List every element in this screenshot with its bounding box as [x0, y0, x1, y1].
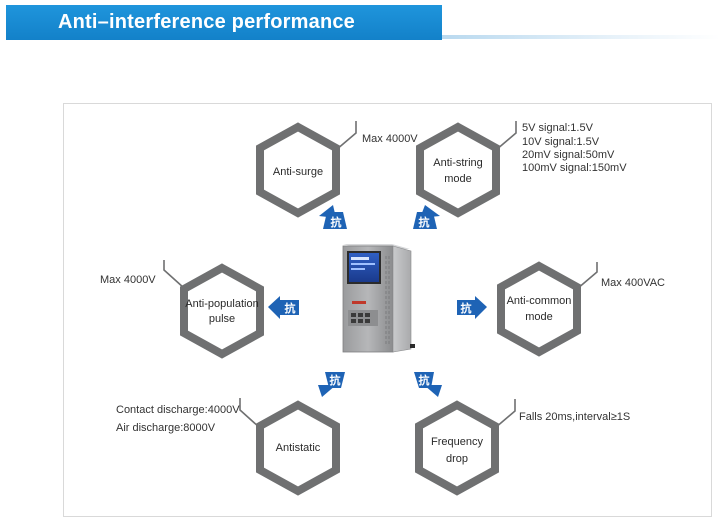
arrow-glyph-anti-population: 抗	[285, 301, 296, 315]
anti-surge-spec: Max 4000V	[362, 133, 418, 145]
anti-surge-hexagon	[256, 122, 340, 218]
device-key-5	[358, 319, 363, 323]
node-anti-common-mode: Anti-common mode Max 400VAC	[497, 261, 665, 357]
arrow-down-right-head	[424, 385, 442, 397]
anti-surge-label: Anti-surge	[273, 166, 323, 178]
anti-string-label-line1: Anti-string	[433, 157, 483, 169]
node-anti-string: Anti-string mode 5V signal:1.5V 10V sign…	[416, 121, 627, 218]
anti-string-spec-line3: 20mV signal:50mV	[522, 149, 615, 161]
anti-string-hexagon	[416, 122, 500, 218]
device-key-3	[365, 313, 370, 317]
arrow-left-head	[268, 296, 280, 319]
anti-population-hexagon	[180, 263, 264, 359]
node-anti-surge: Anti-surge Max 4000V	[256, 121, 418, 218]
antistatic-leader	[239, 398, 261, 429]
anti-common-hexagon	[497, 261, 581, 357]
arrow-down-right-shape	[414, 372, 434, 388]
arrow-glyph-anti-common: 抗	[461, 301, 472, 315]
antistatic-spec-line2: Air discharge:8000V	[116, 422, 216, 434]
arrow-glyph-anti-string: 抗	[419, 215, 430, 229]
arrow-down-left-head	[318, 385, 336, 397]
page-title: Anti–interference performance	[58, 11, 356, 33]
arrow-glyph-frequency-drop: 抗	[419, 373, 430, 387]
arrow-to-anti-string: 抗	[413, 205, 440, 229]
arrow-to-antistatic: 抗	[318, 372, 345, 397]
anti-population-label-line2: pulse	[209, 313, 235, 325]
header-divider	[442, 35, 720, 39]
anti-common-leader	[576, 262, 598, 290]
device-key-4	[351, 319, 356, 323]
antistatic-label: Antistatic	[276, 442, 321, 454]
device-side	[392, 245, 412, 353]
frequency-drop-spec: Falls 20ms,interval≥1S	[519, 411, 630, 423]
anti-population-label-line1: Anti-population	[185, 298, 258, 310]
frequency-drop-hexagon	[415, 400, 499, 496]
antistatic-spec-line1: Contact discharge:4000V	[116, 404, 240, 416]
arrow-to-anti-surge: 抗	[319, 205, 347, 229]
anti-population-leader	[163, 260, 185, 289]
arrow-up-left-head	[319, 205, 336, 218]
frequency-drop-label-line1: Frequency	[431, 436, 483, 448]
device-key-2	[358, 313, 363, 317]
header-bar	[6, 5, 442, 40]
device-screen-bar	[351, 257, 369, 260]
arrow-to-frequency-drop: 抗	[414, 372, 442, 397]
frequency-drop-label-line2: drop	[446, 453, 468, 465]
device-screen-bar2	[351, 263, 375, 265]
device-key-6	[365, 319, 370, 323]
anti-surge-leader	[335, 121, 357, 151]
node-anti-population-pulse: Anti-population pulse Max 4000V	[100, 260, 264, 359]
arrow-to-anti-common: 抗	[457, 296, 487, 319]
anti-common-label-line2: mode	[525, 311, 553, 323]
device-screen-bar3	[351, 268, 365, 270]
device-key-1	[351, 313, 356, 317]
anti-population-spec: Max 4000V	[100, 274, 156, 286]
device-brand-label	[352, 301, 366, 304]
antistatic-hexagon	[256, 400, 340, 496]
anti-string-spec-line4: 100mV signal:150mV	[522, 162, 627, 174]
arrow-down-left-shape	[325, 372, 345, 388]
anti-common-spec: Max 400VAC	[601, 277, 665, 289]
power-controller-device-icon	[342, 244, 415, 353]
arrow-left-body	[280, 300, 299, 315]
anti-string-label-line2: mode	[444, 173, 472, 185]
anti-string-leader	[495, 121, 517, 151]
anti-common-label-line1: Anti-common	[507, 295, 572, 307]
node-frequency-drop: Frequency drop Falls 20ms,interval≥1S	[415, 399, 630, 496]
arrow-right-body	[457, 300, 475, 315]
arrow-to-anti-population: 抗	[268, 296, 299, 319]
arrow-glyph-antistatic: 抗	[330, 373, 341, 387]
frequency-drop-leader	[494, 399, 516, 429]
arrow-up-right-head	[420, 205, 440, 218]
anti-string-spec-line1: 5V signal:1.5V	[522, 122, 594, 134]
anti-string-spec-line2: 10V signal:1.5V	[522, 136, 600, 148]
arrow-right-head	[475, 296, 487, 319]
device-terminal	[410, 344, 415, 348]
device-keypad	[348, 310, 378, 326]
node-antistatic: Antistatic Contact discharge:4000V Air d…	[116, 398, 340, 496]
arrow-glyph-anti-surge: 抗	[331, 215, 342, 229]
